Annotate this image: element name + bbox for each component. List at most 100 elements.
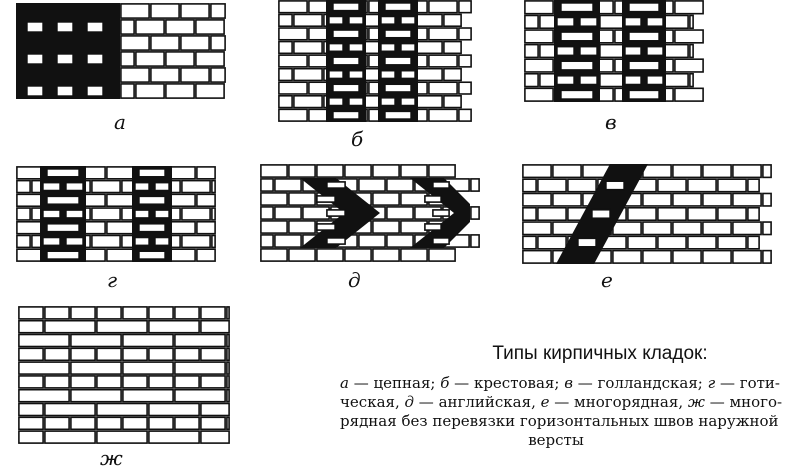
brick	[400, 69, 416, 80]
brick	[386, 178, 414, 192]
caption-line-2: ческая, д — английская, е — многорядная,…	[340, 393, 782, 412]
brick	[591, 208, 611, 220]
brick	[702, 249, 732, 264]
brick	[560, 2, 594, 13]
brick	[106, 220, 136, 235]
brick	[326, 237, 346, 245]
brick	[687, 178, 717, 193]
brick	[278, 13, 293, 28]
brick	[470, 234, 480, 248]
brick	[226, 388, 230, 403]
brick	[226, 361, 230, 375]
brick	[18, 416, 44, 431]
brick	[226, 333, 230, 348]
brick	[18, 361, 70, 375]
brick	[386, 234, 414, 248]
brick	[70, 347, 96, 362]
brick	[328, 96, 344, 107]
brick	[278, 67, 293, 82]
brick	[432, 209, 450, 217]
brick	[747, 235, 760, 250]
brick	[424, 223, 442, 231]
brick	[16, 179, 31, 194]
brick	[702, 221, 732, 236]
brick	[42, 236, 61, 247]
brick	[458, 54, 472, 68]
brick	[328, 42, 344, 53]
panel-e	[522, 164, 774, 264]
brick	[138, 168, 166, 178]
brick	[196, 193, 216, 208]
brickwork-multirow-no-bond	[18, 306, 230, 444]
brick	[443, 94, 462, 109]
brick	[302, 206, 330, 220]
brick	[428, 108, 458, 122]
brickwork-english	[260, 164, 480, 262]
brick	[372, 220, 400, 234]
brick	[120, 51, 135, 67]
brick	[384, 83, 412, 93]
brick	[400, 164, 428, 178]
brick	[380, 69, 396, 80]
brick	[384, 56, 412, 66]
brick	[260, 164, 288, 178]
brick	[106, 193, 136, 208]
brick	[642, 164, 672, 179]
caption-text: — цепная;	[348, 374, 441, 392]
brick	[70, 416, 96, 431]
brick	[348, 69, 364, 80]
brick	[16, 207, 31, 221]
brick	[200, 319, 230, 334]
brickwork-gothic	[16, 166, 216, 262]
brick	[348, 15, 364, 26]
brick	[70, 306, 96, 320]
brick	[424, 195, 442, 203]
brick	[200, 306, 226, 320]
brick	[86, 21, 104, 33]
brick	[717, 206, 747, 222]
brick	[628, 2, 660, 13]
brick	[646, 74, 664, 86]
brick	[288, 248, 316, 262]
brick	[458, 27, 472, 41]
brick	[293, 67, 323, 82]
brick	[384, 2, 412, 12]
brick	[106, 248, 136, 262]
brick	[278, 54, 308, 68]
brick	[65, 181, 84, 192]
brick	[674, 87, 704, 102]
brick	[316, 195, 336, 203]
brick	[274, 206, 302, 220]
brick	[293, 94, 323, 109]
brick	[762, 221, 772, 236]
brick	[56, 85, 74, 97]
brick	[288, 220, 316, 234]
brick	[732, 164, 762, 179]
panel-d	[260, 164, 482, 262]
brick	[18, 375, 44, 389]
brick	[174, 375, 200, 389]
brick	[413, 40, 443, 55]
brick	[135, 19, 165, 35]
brick	[96, 347, 122, 362]
brick	[332, 2, 360, 12]
brick	[624, 16, 642, 28]
brick	[646, 16, 664, 28]
brick	[210, 35, 226, 51]
brick	[524, 58, 554, 73]
brick	[274, 234, 302, 248]
caption-line-1: а — цепная; б — крестовая; в — голландск…	[340, 374, 780, 393]
brick	[260, 248, 288, 262]
mortar-section	[16, 3, 120, 99]
brick	[180, 35, 210, 51]
brick	[122, 347, 148, 362]
brick	[86, 53, 104, 65]
brick	[91, 179, 121, 194]
brick	[138, 222, 166, 233]
brick	[135, 83, 165, 99]
brick	[18, 430, 44, 444]
brick	[96, 319, 148, 334]
caption-text: — английская,	[414, 393, 541, 411]
brick	[174, 347, 200, 362]
brick	[380, 96, 396, 107]
